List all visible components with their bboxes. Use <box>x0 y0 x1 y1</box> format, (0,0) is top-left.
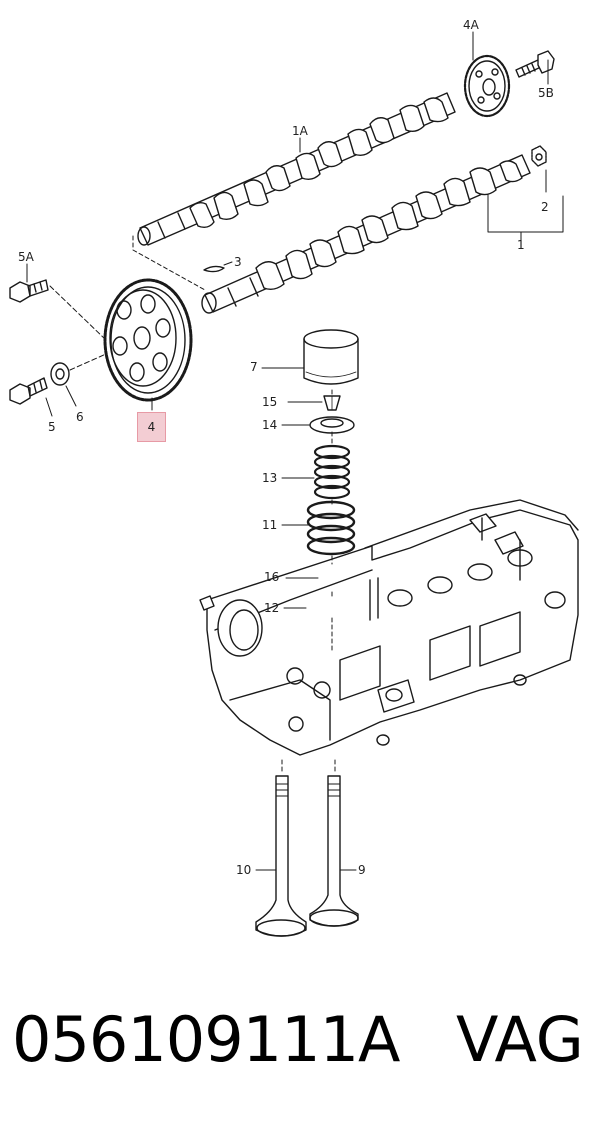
spring-retainer-14 <box>309 416 355 434</box>
callout-14: 14 <box>262 418 278 432</box>
callout-7: 7 <box>250 360 258 374</box>
callout-13: 13 <box>262 471 278 485</box>
bolt-5b <box>515 50 555 78</box>
valve-spring-13 <box>313 444 351 500</box>
bolt-5a <box>9 279 49 303</box>
callout-6: 6 <box>76 410 84 424</box>
callout-2: 2 <box>541 200 549 214</box>
part-number: 056109111A <box>12 1003 400 1076</box>
callout-15: 15 <box>262 395 278 409</box>
diagram-drawing <box>9 31 579 937</box>
camshaft-1a <box>137 92 456 246</box>
cylinder-head <box>199 499 579 756</box>
callout-11: 11 <box>262 518 278 532</box>
callout-1: 1 <box>517 238 525 252</box>
tappet-7 <box>303 329 359 385</box>
callout-1a: 1A <box>292 124 308 138</box>
callout-3: 3 <box>234 255 242 269</box>
bolt-5 <box>9 377 48 405</box>
callout-5a: 5A <box>18 250 34 264</box>
valve-10 <box>255 775 307 937</box>
callout-16: 16 <box>264 570 280 584</box>
nut-2 <box>531 145 547 167</box>
exploded-parts-diagram: 4A 5B 1A 2 1 5A 3 4 5 6 7 15 14 13 11 16… <box>9 18 579 937</box>
callout-9: 9 <box>358 863 366 877</box>
callout-4a: 4A <box>463 18 479 32</box>
callout-5b: 5B <box>538 86 554 100</box>
callout-4-highlighted: 4 <box>137 412 166 442</box>
sprocket-4 <box>103 278 193 402</box>
callout-12: 12 <box>264 601 280 615</box>
bracket-1 <box>487 193 564 233</box>
woodruff-key-3 <box>203 265 225 273</box>
brand-name: VAG <box>456 1003 584 1076</box>
washer-6 <box>50 362 70 386</box>
callout-5: 5 <box>48 420 56 434</box>
callout-10: 10 <box>236 863 252 877</box>
camshaft-1 <box>201 154 531 314</box>
valve-spring-11 <box>306 500 356 556</box>
footer: 056109111A VAG <box>0 1000 600 1080</box>
valve-9 <box>309 775 359 927</box>
sprocket-4a <box>463 54 511 118</box>
